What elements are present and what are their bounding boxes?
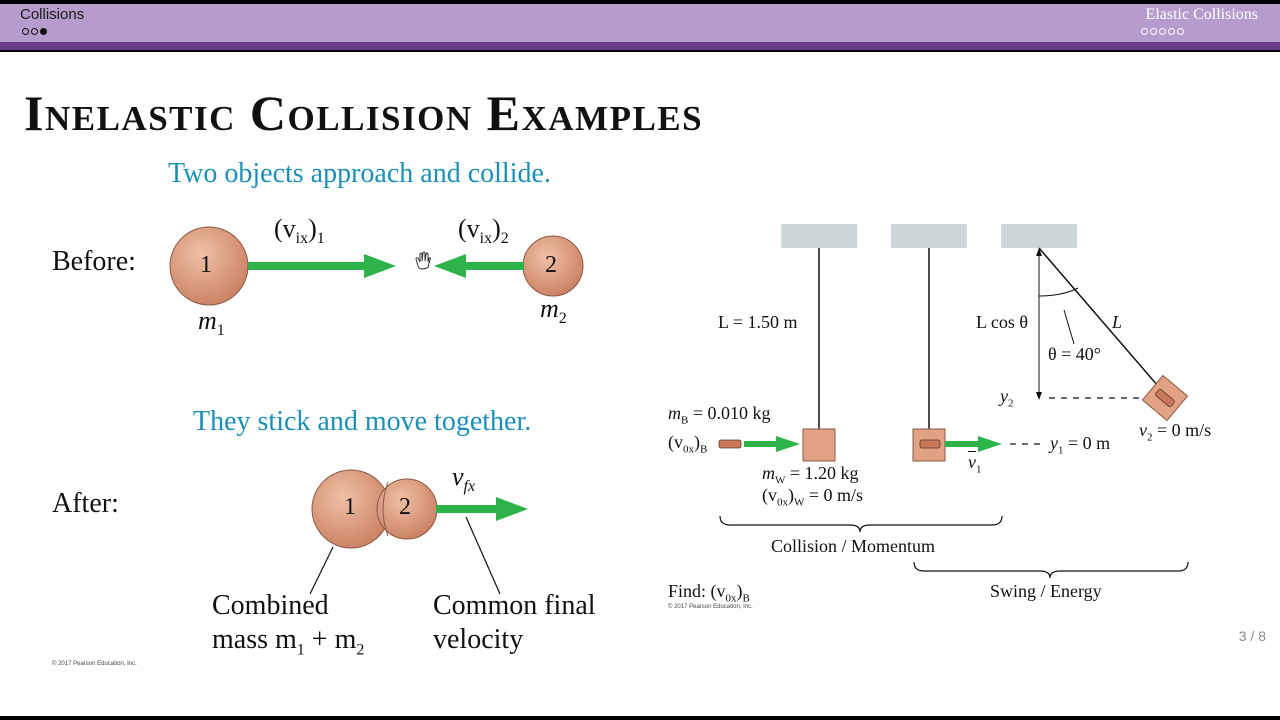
brace-swing <box>913 561 1189 579</box>
v1-label: (vix)1 <box>274 214 325 248</box>
string-3 <box>1038 247 1159 387</box>
common-velocity-line1: Common final <box>433 590 596 621</box>
nav-dot[interactable] <box>31 28 38 35</box>
bullet-velocity-label: (v0x)B <box>668 432 708 456</box>
bottom-bar <box>0 716 1280 720</box>
y2-label: y2 <box>1000 386 1014 410</box>
y1-label: y1 = 0 m <box>1050 433 1111 457</box>
copyright-left: © 2017 Pearson Education, Inc. <box>52 661 137 667</box>
bullet-mass-label: mB = 0.010 kg <box>668 403 771 427</box>
swung-block <box>1141 374 1189 422</box>
combined-mass-line2: mass m1 + m2 <box>212 624 365 659</box>
after-label: After: <box>52 488 119 519</box>
vf-label: vfx <box>452 462 476 496</box>
ceiling-1 <box>781 224 857 248</box>
pointer-velocity <box>465 516 501 595</box>
header-underline <box>0 42 1280 50</box>
arrow-vf-shaft <box>436 505 498 513</box>
v1-arrow-head <box>978 436 1002 452</box>
swing-caption: Swing / Energy <box>990 581 1102 601</box>
v1-arrow-shaft <box>945 441 979 447</box>
nav-dot[interactable] <box>1168 28 1175 35</box>
ball-1-number: 1 <box>200 252 212 278</box>
theta-label: θ = 40° <box>1048 344 1101 364</box>
bullet-arrow-head <box>776 436 800 452</box>
hand-cursor-icon <box>415 251 431 270</box>
block-velocity-label: (v0x)W = 0 m/s <box>762 485 864 509</box>
v2-label: v2 = 0 m/s <box>1139 420 1212 444</box>
caption-before: Two objects approach and collide. <box>168 158 551 189</box>
theta-arc <box>1038 287 1079 297</box>
section-right-link[interactable]: Elastic Collisions <box>1145 6 1258 23</box>
length-label: L = 1.50 m <box>718 312 798 332</box>
page-number: 3 / 8 <box>1238 628 1266 644</box>
section-left-dots[interactable] <box>22 28 47 35</box>
bullet <box>718 439 742 449</box>
m1-label: m1 <box>198 306 225 340</box>
embedded-bullet <box>919 439 941 449</box>
ceiling-3 <box>1001 224 1077 248</box>
find-label: Find: (v0x)B <box>668 581 750 605</box>
m2-label: m2 <box>540 294 567 328</box>
arrow-v2-head <box>434 254 466 278</box>
v1-vector-label: v1 <box>968 452 982 476</box>
nav-dot[interactable] <box>1150 28 1157 35</box>
nav-dot[interactable] <box>22 28 29 35</box>
lcos-arrow-bottom <box>1036 392 1042 400</box>
nav-dot[interactable] <box>1141 28 1148 35</box>
section-left-link[interactable]: Collisions <box>20 6 85 23</box>
nav-dot[interactable] <box>1177 28 1184 35</box>
pointer-combined <box>309 546 334 595</box>
header-band <box>0 4 1280 42</box>
bullet-arrow-shaft <box>744 441 778 447</box>
combined-number-1: 1 <box>344 494 356 520</box>
arrow-vf-head <box>496 497 528 521</box>
section-right-dots[interactable] <box>1141 28 1184 35</box>
lcos-label: L cos θ <box>976 312 1028 332</box>
v2-label: (vix)2 <box>458 214 509 248</box>
before-label: Before: <box>52 246 136 277</box>
merge-line <box>382 481 389 537</box>
slide-title: Inelastic Collision Examples <box>24 85 704 141</box>
collision-caption: Collision / Momentum <box>771 536 936 556</box>
combined-mass-line1: Combined <box>212 590 329 621</box>
wood-block-1 <box>802 428 836 462</box>
ball-2-number: 2 <box>545 252 557 278</box>
string-length-label: L <box>1112 312 1123 332</box>
nav-dot[interactable] <box>1159 28 1166 35</box>
nav-dot-current[interactable] <box>40 28 47 35</box>
common-velocity-line2: velocity <box>433 624 524 655</box>
lcos-arrow-top <box>1036 248 1042 256</box>
arrow-v2-shaft <box>462 262 524 270</box>
arrow-v1-head <box>364 254 396 278</box>
combined-number-2: 2 <box>399 494 411 520</box>
caption-after: They stick and move together. <box>193 406 532 437</box>
block-mass-label: mW = 1.20 kg <box>762 463 859 487</box>
arrow-v1-shaft <box>248 262 366 270</box>
theta-pointer <box>1063 309 1075 345</box>
brace-collision <box>719 515 1003 533</box>
ceiling-2 <box>891 224 967 248</box>
copyright-right: © 2017 Pearson Education, Inc. <box>668 604 753 610</box>
